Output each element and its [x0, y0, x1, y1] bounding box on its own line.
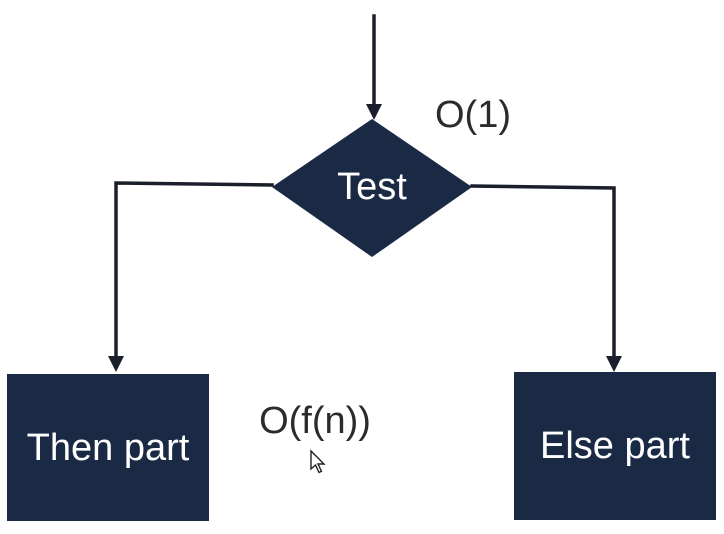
mouse-cursor-icon — [310, 449, 326, 474]
then-part-label: Then part — [27, 427, 190, 469]
incoming-connector — [366, 14, 382, 120]
else-branch-arrowhead — [606, 356, 622, 372]
else-branch-connector — [470, 184, 622, 372]
then-branch-connector — [108, 181, 274, 372]
test-cost-annotation: O(1) — [435, 94, 511, 136]
else-part-label: Else part — [540, 425, 690, 467]
then-part-box — [7, 374, 209, 521]
test-decision-node: Test — [272, 119, 472, 257]
test-diamond-shape — [272, 119, 472, 257]
then-branch-arrowhead — [108, 356, 124, 372]
else-part-node: Else part — [514, 372, 716, 520]
else-part-box — [514, 372, 716, 520]
branch-cost-annotation: O(f(n)) — [259, 400, 371, 442]
test-label: Test — [337, 166, 407, 208]
incoming-arrowhead — [366, 104, 382, 120]
then-part-node: Then part — [7, 374, 209, 521]
